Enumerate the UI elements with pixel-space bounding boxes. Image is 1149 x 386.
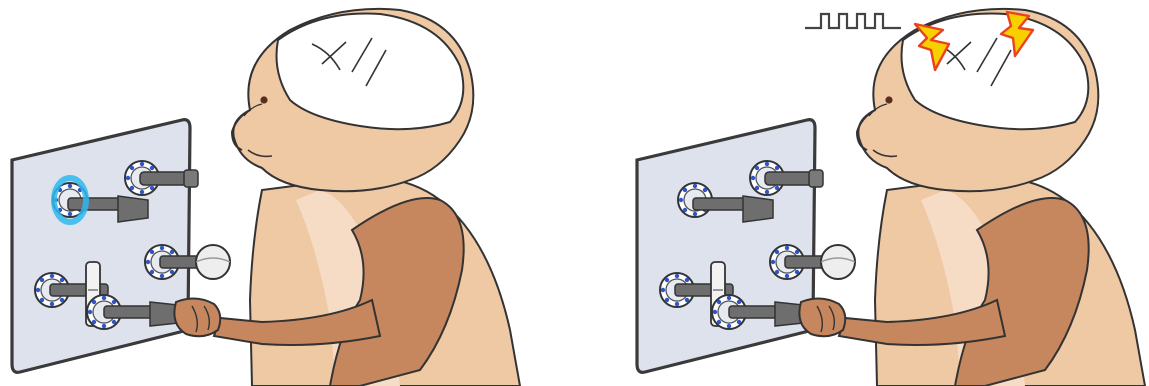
lightning-bolt-icon	[913, 22, 951, 72]
panel-left	[12, 9, 520, 386]
highlighted-handle	[51, 175, 89, 225]
lightning-bolt-icon	[999, 10, 1035, 58]
pulse-train-icon	[805, 12, 901, 30]
panel-right	[637, 9, 1145, 386]
